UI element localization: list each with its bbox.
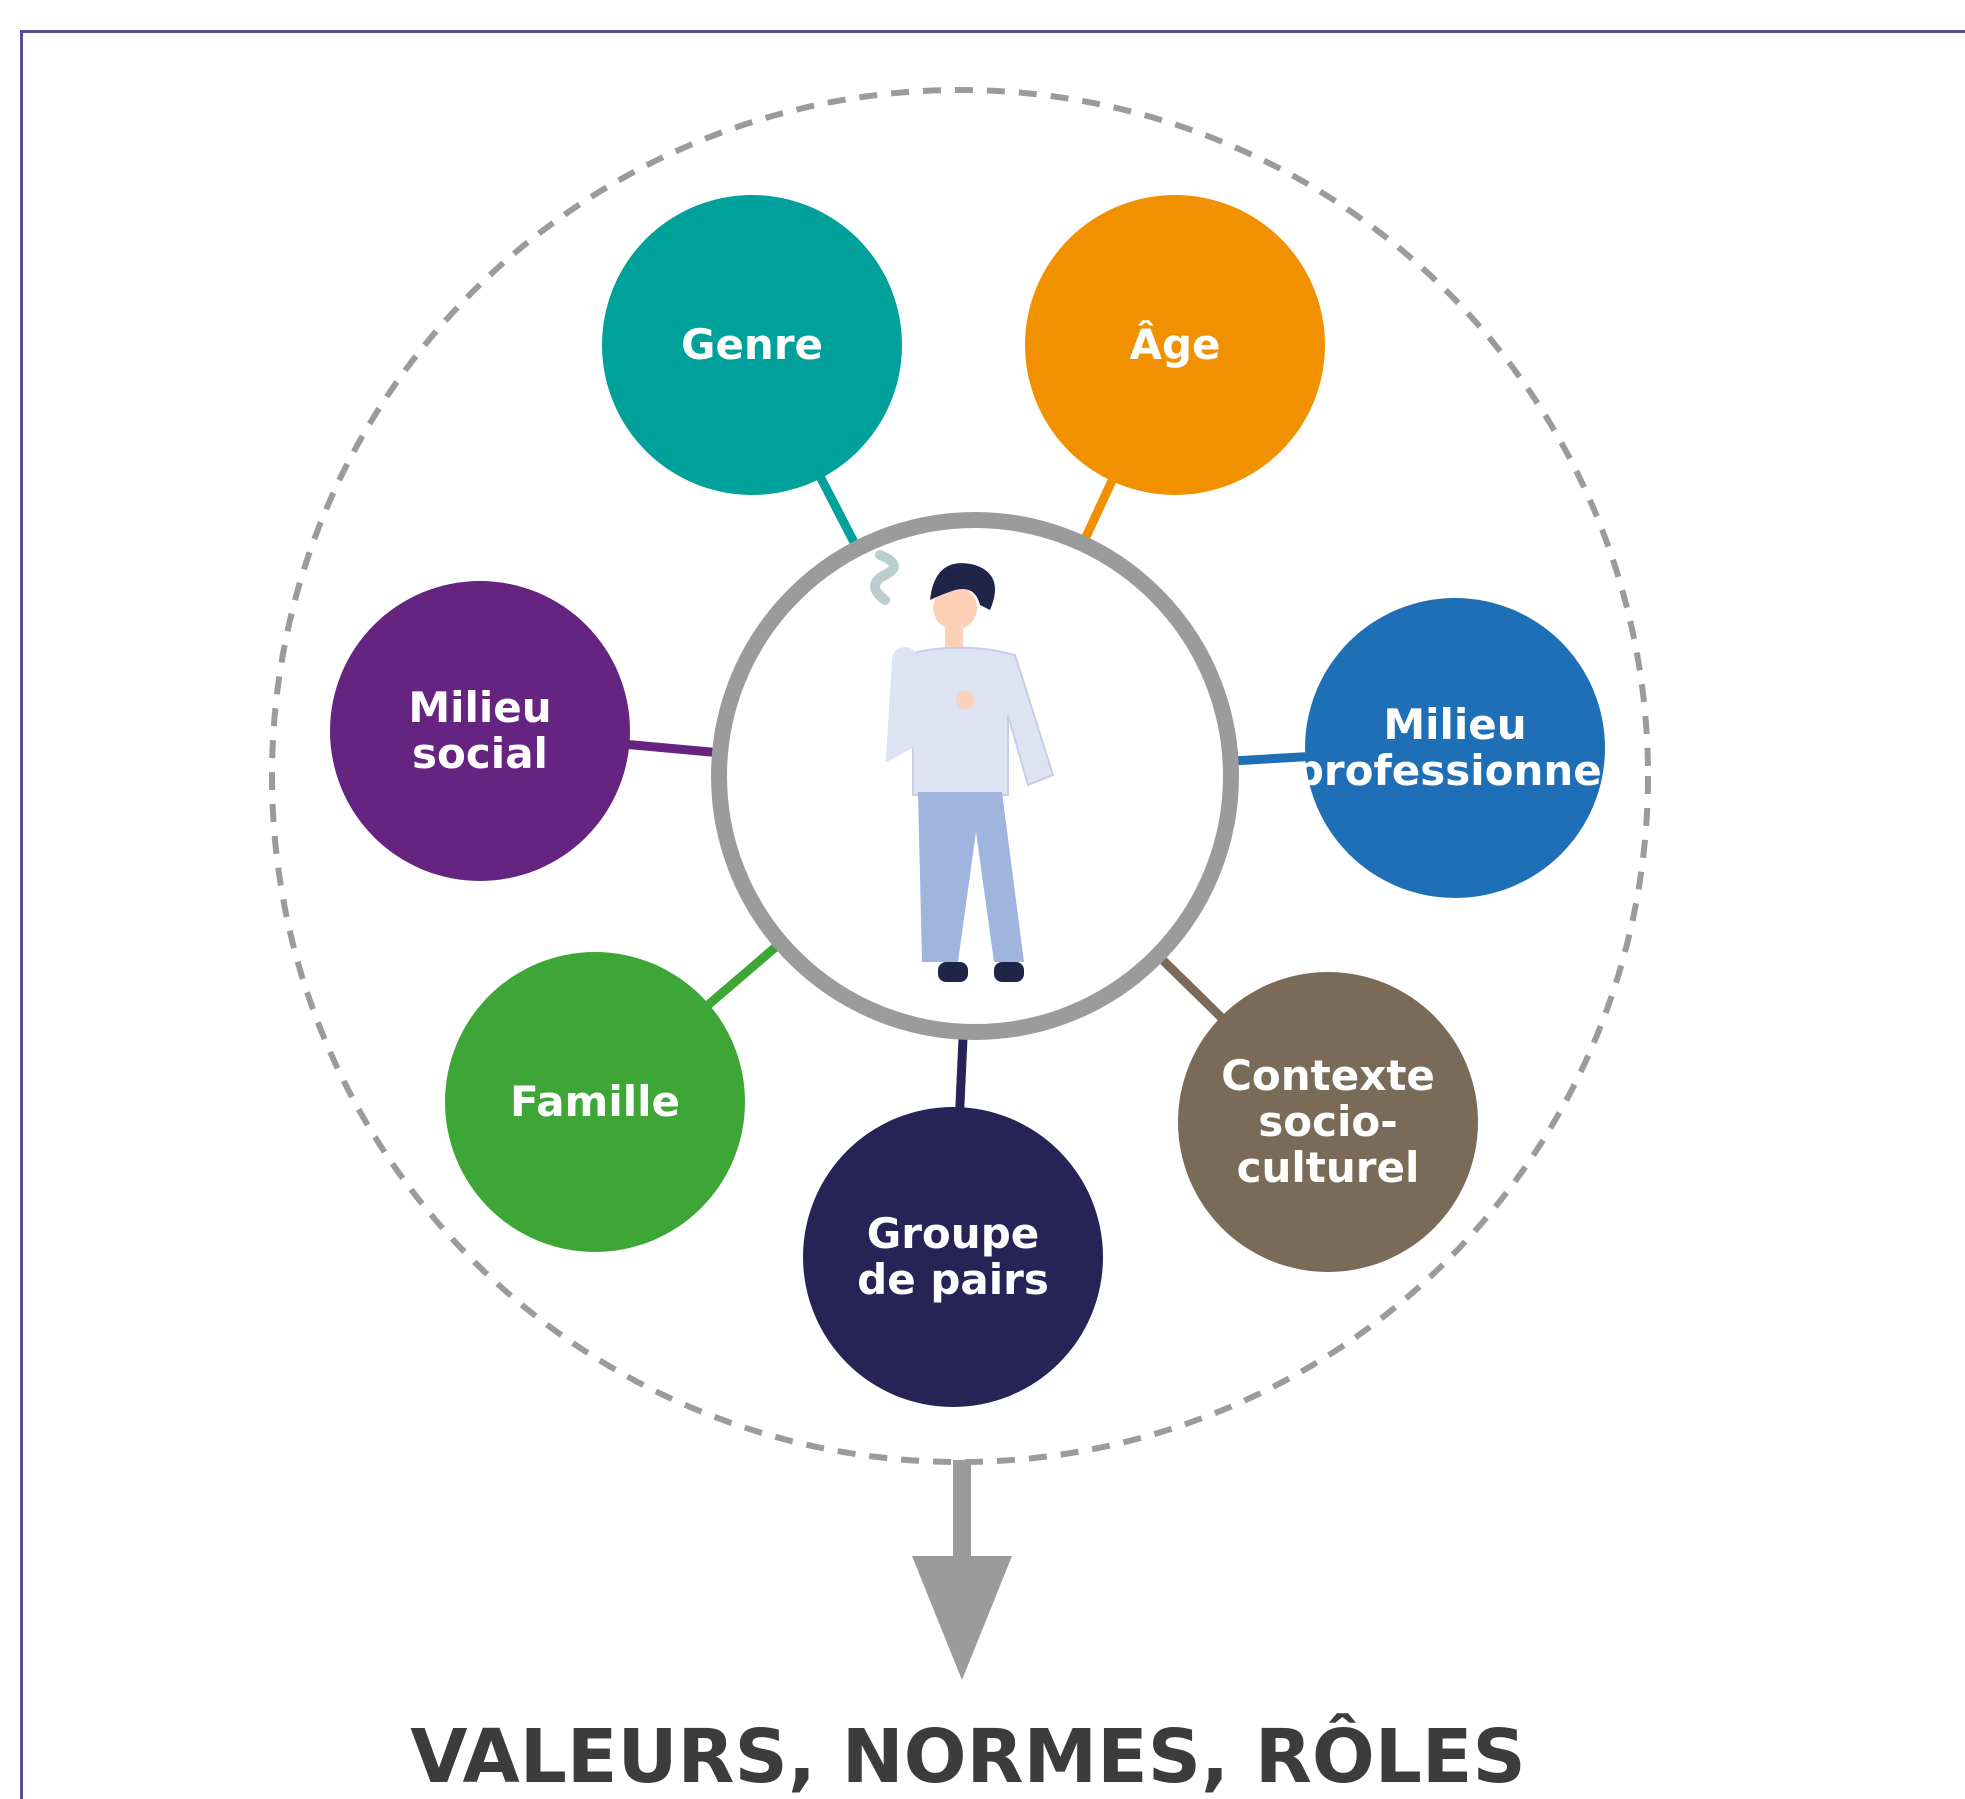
- node-label-contexte: socio-: [1258, 1097, 1397, 1146]
- node-label-groupe: Groupe: [867, 1209, 1040, 1258]
- outer-dashed-circle: [269, 87, 1651, 1465]
- connector-milieu-professionnel: [1234, 752, 1310, 766]
- node-label-age: Âge: [1129, 319, 1220, 369]
- node-circle-contexte: [1178, 972, 1478, 1272]
- connector-age: [1080, 475, 1118, 543]
- person-smoking-icon: [870, 550, 1055, 982]
- node-circle-famille: [445, 952, 745, 1252]
- node-circle-age: [1025, 195, 1325, 495]
- node-label-contexte: culturel: [1237, 1143, 1420, 1192]
- node-label-milieu-professionnel: Milieu: [1383, 700, 1526, 749]
- node-circle-groupe: [803, 1107, 1103, 1407]
- node-label-milieu-social: Milieu: [408, 683, 551, 732]
- figure-frame: [20, 30, 1965, 1799]
- node-label-famille: Famille: [510, 1077, 680, 1126]
- node-label-contexte: Contexte: [1221, 1051, 1435, 1100]
- connector-genre: [815, 472, 860, 548]
- node-label-milieu-social: social: [412, 729, 548, 778]
- node-age: Âge: [1025, 195, 1325, 495]
- connector-groupe: [955, 1035, 968, 1112]
- down-arrow-icon: [912, 1460, 1012, 1680]
- connector-milieu-social: [624, 739, 717, 757]
- node-label-milieu-professionnel: professionnel: [1294, 746, 1616, 795]
- connectors: [624, 472, 1310, 1112]
- node-genre: Genre: [602, 195, 902, 495]
- node-famille: Famille: [445, 952, 745, 1252]
- node-circle-genre: [602, 195, 902, 495]
- node-label-genre: Genre: [681, 320, 823, 369]
- connector-contexte: [1157, 954, 1227, 1024]
- node-circle-milieu-social: [330, 581, 630, 881]
- connector-famille: [702, 941, 781, 1011]
- node-circle-milieu-professionnel: [1305, 598, 1605, 898]
- footer-label: VALEURS, NORMES, RÔLES: [410, 1712, 1526, 1799]
- node-label-groupe: de pairs: [857, 1255, 1049, 1304]
